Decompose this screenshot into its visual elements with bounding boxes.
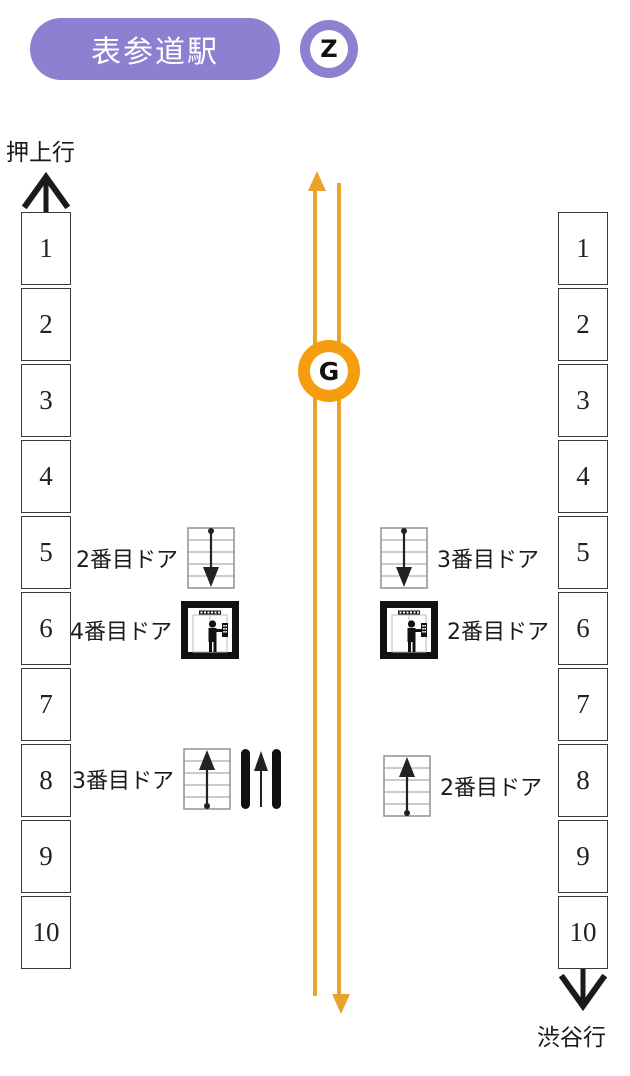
car-number: 1 — [576, 233, 590, 263]
right-platform-car-column: 1 2 3 4 5 6 7 8 9 10 — [558, 212, 608, 972]
car-box[interactable]: 7 — [21, 668, 71, 741]
center-track: G — [298, 171, 360, 1014]
header: 表参道駅 Z — [0, 0, 630, 110]
car-number: 3 — [576, 385, 590, 415]
line-badge-hanzomon[interactable]: Z — [300, 20, 358, 78]
car-box[interactable]: 8 — [21, 744, 71, 817]
rail-right — [337, 183, 341, 996]
escalator-down-icon — [187, 527, 235, 589]
right-facility-car6-label: 2番目ドア — [447, 620, 549, 645]
car-box[interactable]: 3 — [558, 364, 608, 437]
car-number: 6 — [39, 613, 53, 643]
car-box[interactable]: 6 — [21, 592, 71, 665]
left-platform-car-column: 1 2 3 4 5 6 7 8 9 10 — [21, 212, 71, 972]
escalator-up-icon — [183, 748, 231, 810]
ginza-line-marker-inner: G — [310, 352, 348, 390]
car-box[interactable]: 9 — [21, 820, 71, 893]
right-facility-car5-label: 3番目ドア — [437, 548, 539, 573]
car-box[interactable]: 2 — [558, 288, 608, 361]
car-number: 9 — [576, 841, 590, 871]
car-number: 7 — [576, 689, 590, 719]
left-facility-car6-label: 4番目ドア — [70, 620, 172, 645]
car-number: 8 — [39, 765, 53, 795]
car-number: 4 — [576, 461, 590, 491]
car-box[interactable]: 4 — [21, 440, 71, 513]
car-box[interactable]: 10 — [21, 896, 71, 969]
right-facility-car6[interactable]: 2番目ドア — [380, 601, 549, 659]
left-facility-car5[interactable]: 2番目ドア — [76, 527, 235, 589]
car-box[interactable]: 1 — [21, 212, 71, 285]
right-facility-car8-label: 2番目ドア — [440, 776, 542, 801]
car-box[interactable]: 9 — [558, 820, 608, 893]
car-number: 9 — [39, 841, 53, 871]
track-arrow-down-icon — [332, 994, 350, 1014]
elevator-icon — [380, 601, 438, 659]
car-number: 2 — [576, 309, 590, 339]
car-number: 5 — [39, 537, 53, 567]
station-name: 表参道駅 — [91, 35, 219, 70]
car-number: 8 — [576, 765, 590, 795]
ginza-line-marker[interactable]: G — [298, 340, 360, 402]
car-box[interactable]: 3 — [21, 364, 71, 437]
line-badge-inner: Z — [310, 30, 348, 68]
escalator-down-icon — [380, 527, 428, 589]
track-arrow-up-icon — [308, 171, 326, 191]
car-number: 10 — [569, 917, 597, 947]
car-number: 2 — [39, 309, 53, 339]
left-facility-car5-label: 2番目ドア — [76, 548, 178, 573]
car-number: 3 — [39, 385, 53, 415]
car-number: 7 — [39, 689, 53, 719]
direction-label-shibuya: 渋谷行 — [537, 1025, 606, 1051]
station-name-pill[interactable]: 表参道駅 — [30, 18, 280, 80]
direction-label-oshiage: 押上行 — [6, 140, 75, 166]
ginza-line-letter: G — [318, 356, 340, 386]
line-badge-letter: Z — [320, 35, 338, 63]
car-box[interactable]: 2 — [21, 288, 71, 361]
car-box[interactable]: 5 — [21, 516, 71, 589]
car-number: 10 — [32, 917, 60, 947]
car-number: 4 — [39, 461, 53, 491]
car-number: 6 — [576, 613, 590, 643]
rail-left — [313, 183, 317, 996]
elevator-icon — [181, 601, 239, 659]
right-facility-car8[interactable]: 2番目ドア — [383, 755, 542, 817]
car-box[interactable]: 10 — [558, 896, 608, 969]
car-box[interactable]: 4 — [558, 440, 608, 513]
left-facility-car6[interactable]: 4番目ドア — [70, 601, 239, 659]
car-box[interactable]: 1 — [558, 212, 608, 285]
stairs-up-icon — [241, 749, 281, 809]
car-number: 5 — [576, 537, 590, 567]
left-facility-car8-label: 3番目ドア — [72, 769, 174, 794]
car-number: 1 — [39, 233, 53, 263]
car-box[interactable]: 6 — [558, 592, 608, 665]
car-box[interactable]: 8 — [558, 744, 608, 817]
right-facility-car5[interactable]: 3番目ドア — [380, 527, 539, 589]
car-box[interactable]: 7 — [558, 668, 608, 741]
left-facility-car8[interactable]: 3番目ドア — [72, 748, 282, 810]
escalator-up-icon — [383, 755, 431, 817]
car-box[interactable]: 5 — [558, 516, 608, 589]
